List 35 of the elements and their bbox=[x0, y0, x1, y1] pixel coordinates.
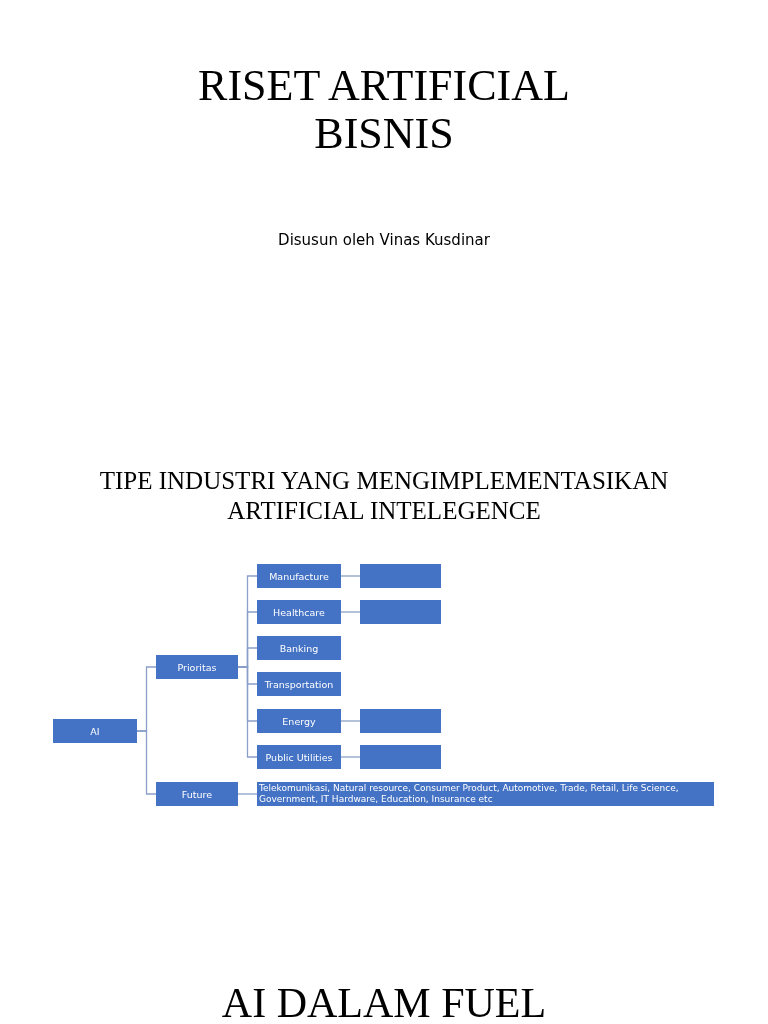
process-box bbox=[257, 782, 714, 806]
process-box bbox=[257, 636, 341, 660]
process-box bbox=[257, 672, 341, 696]
section-heading: TIPE INDUSTRI YANG MENGIMPLEMENTASIKAN ARTIFICIAL INTELEGENCE bbox=[98, 466, 670, 526]
process-box bbox=[360, 600, 441, 624]
process-box bbox=[156, 655, 238, 679]
box-label: Banking bbox=[279, 642, 319, 654]
box-label: Transportation bbox=[264, 678, 334, 690]
connector-line bbox=[340, 611, 361, 613]
connector-line bbox=[237, 666, 258, 758]
title: RISET ARTIFICIAL BISNIS bbox=[197, 62, 571, 158]
box-label: Prioritas bbox=[177, 661, 217, 673]
connector-line bbox=[136, 730, 157, 795]
box-label: Energy bbox=[282, 715, 316, 727]
process-box bbox=[257, 745, 341, 769]
process-box bbox=[257, 564, 341, 588]
process-box bbox=[257, 709, 341, 733]
connector-line bbox=[237, 793, 258, 795]
subtitle: Disusun oleh Vinas Kusdinar bbox=[277, 230, 491, 250]
box-label: Healthcare bbox=[273, 606, 325, 618]
box-label: Public Utilities bbox=[265, 751, 333, 763]
box-label: Telekomunikasi, Natural resource, Consumer Product, Automotive, Trade, Retail, Life Science, Government, IT Hardware, Education, Insurance etc bbox=[259, 783, 680, 805]
process-box bbox=[257, 600, 341, 624]
box-label: AI bbox=[90, 725, 100, 737]
process-box bbox=[156, 782, 238, 806]
section-heading: AI DALAM FUEL bbox=[220, 982, 548, 1024]
process-box bbox=[360, 745, 441, 769]
box-label: Manufacture bbox=[269, 570, 329, 582]
connector-line bbox=[340, 756, 361, 758]
connector-line bbox=[340, 575, 361, 577]
process-box bbox=[360, 564, 441, 588]
process-box bbox=[360, 709, 441, 733]
connector-line bbox=[340, 720, 361, 722]
process-box bbox=[53, 719, 137, 743]
box-label: Future bbox=[181, 788, 213, 800]
